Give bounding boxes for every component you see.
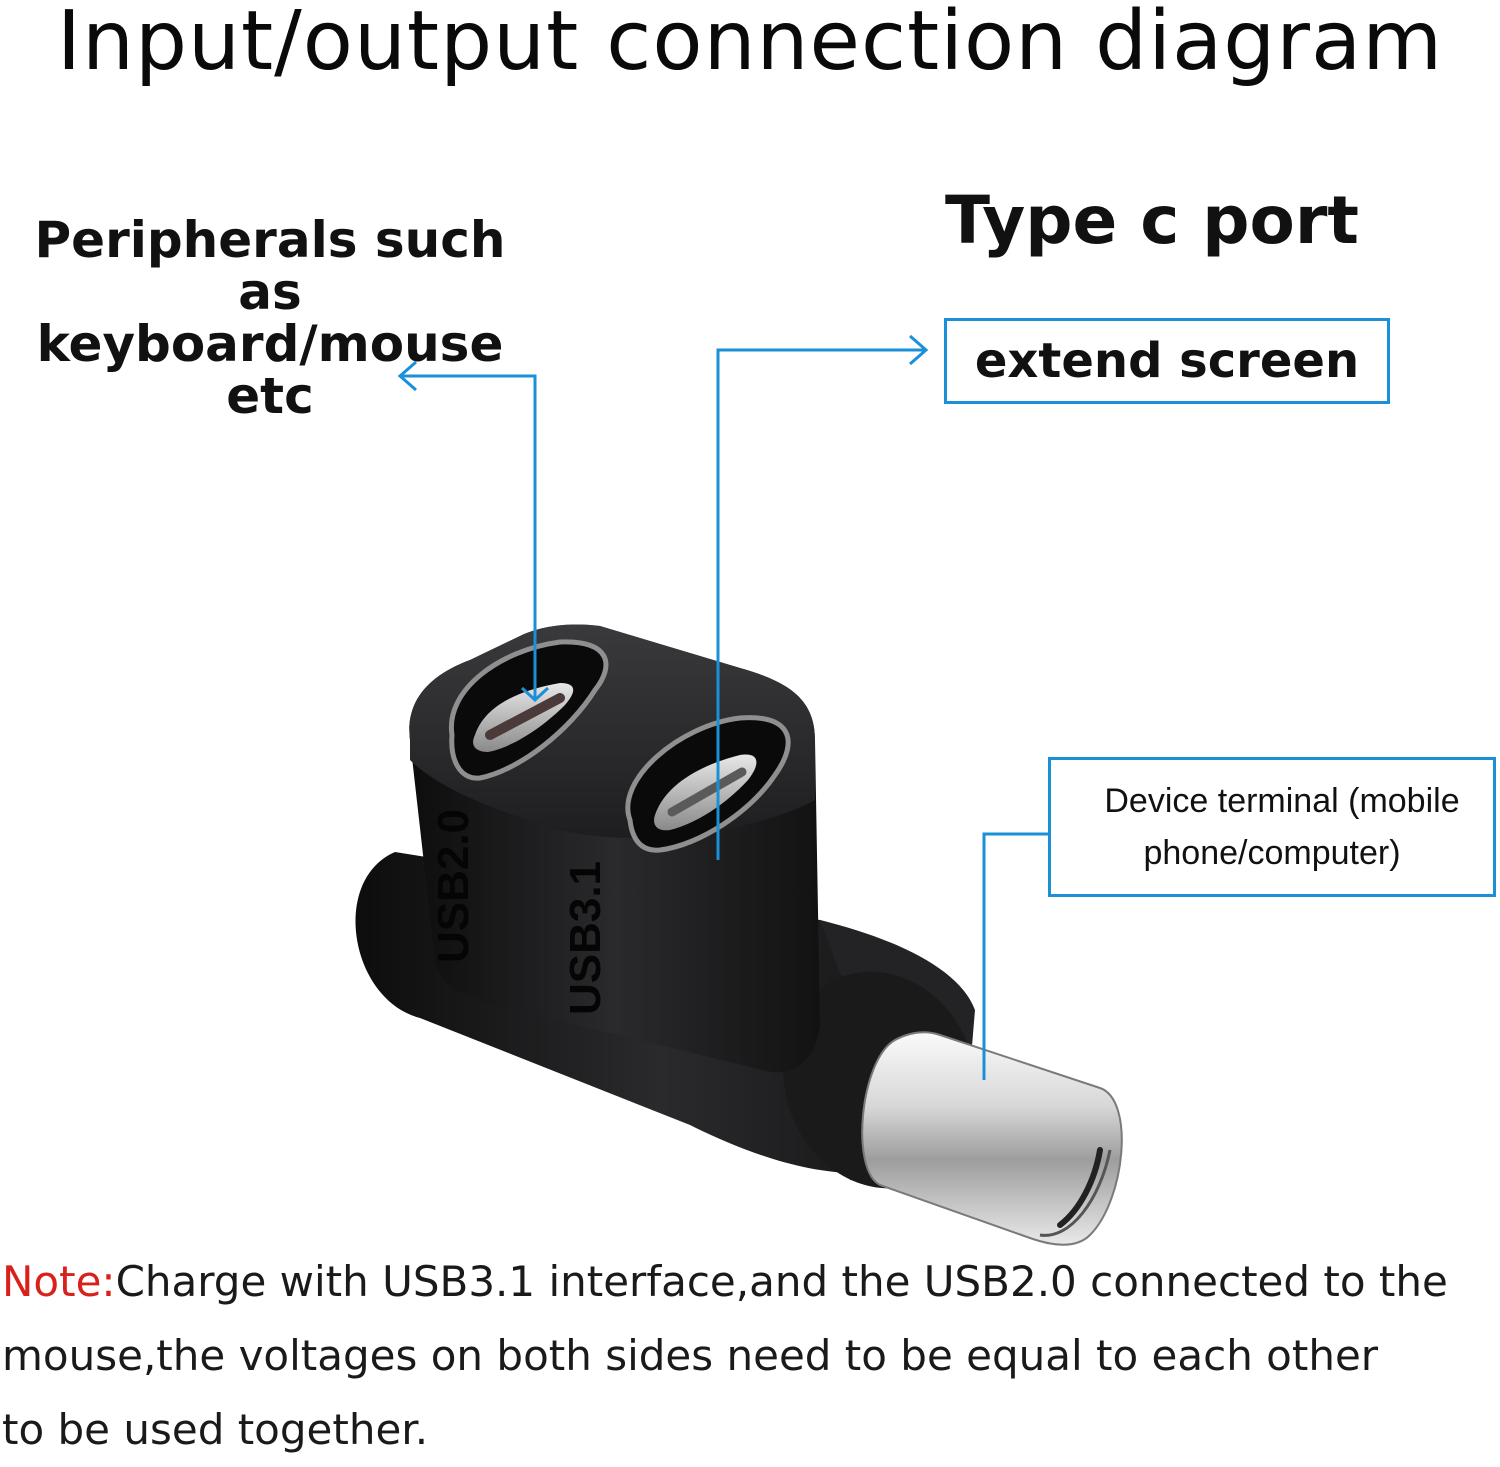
- usb2-marking: USB2.0: [429, 809, 478, 963]
- arrow-head-right-icon: [909, 334, 929, 366]
- leader-line-device: [982, 832, 1048, 1080]
- peripherals-label-line1: Peripherals such as: [34, 211, 506, 321]
- note-line3: to be used together.: [2, 1405, 429, 1454]
- extend-screen-box: extend screen: [944, 318, 1390, 404]
- peripherals-label: Peripherals such as keyboard/mouse etc: [0, 214, 540, 422]
- extend-screen-label: extend screen: [974, 333, 1360, 389]
- note-line2: mouse,the voltages on both sides need to…: [2, 1331, 1379, 1380]
- leader-line-usb31: [716, 348, 926, 860]
- peripherals-label-line2: keyboard/mouse etc: [36, 315, 504, 425]
- note-paragraph: Note:Charge with USB3.1 interface,and th…: [2, 1245, 1482, 1467]
- diagram-title: Input/output connection diagram: [56, 0, 1444, 89]
- usb31-marking: USB3.1: [561, 861, 610, 1015]
- usb-c-plug-icon: [861, 1031, 1123, 1246]
- adapter-port-block: USB2.0 USB3.1: [409, 624, 820, 1073]
- usb2-port-icon: [448, 639, 609, 781]
- note-line1: Charge with USB3.1 interface,and the USB…: [115, 1257, 1448, 1306]
- device-terminal-box: Device terminal (mobile phone/computer): [1048, 757, 1496, 897]
- type-c-port-label: Type c port: [945, 182, 1359, 259]
- leader-line-usb2: [400, 374, 537, 700]
- arrow-head-left-icon: [397, 360, 417, 392]
- usb31-port-icon: [625, 715, 791, 853]
- device-terminal-line2: phone/computer): [1143, 834, 1401, 872]
- arrow-head-down-icon: [520, 686, 550, 703]
- leader-lines: [397, 334, 1048, 1080]
- note-label: Note:: [2, 1257, 116, 1306]
- device-terminal-line1: Device terminal (mobile: [1104, 782, 1460, 820]
